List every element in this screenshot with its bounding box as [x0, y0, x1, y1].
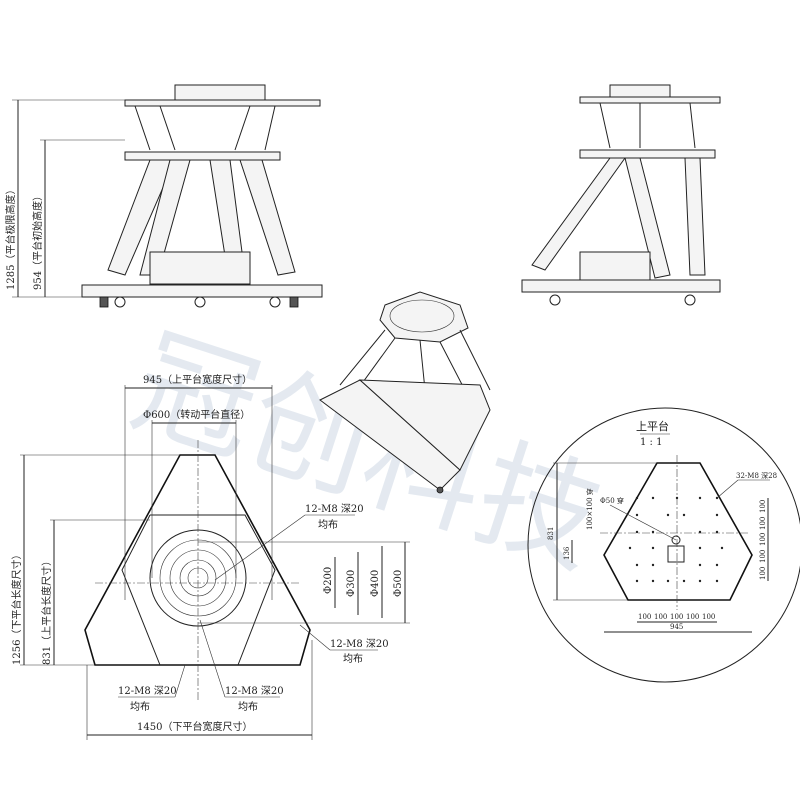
isometric-view — [319, 291, 491, 494]
dim-upper-length: 831（上平台长度尺寸） — [40, 556, 53, 665]
dim-phi-200: Φ200 — [323, 567, 334, 594]
callout-threads-4: 12-M8 深20 — [225, 685, 284, 697]
callout-threads-2: 12-M8 深20 — [330, 638, 389, 650]
watermark: 冠创科技 — [117, 313, 616, 594]
upper-platform-detail-view: 上平台 1 : 1 32-M8 深28 Φ50 穿 100×100 穿 831 … — [527, 407, 800, 683]
circle-diameter-dims: Φ200 Φ300 Φ400 Φ500 — [198, 541, 410, 624]
dim-phi-500: Φ500 — [393, 570, 404, 597]
callout-through: Φ50 穿 — [600, 496, 624, 505]
callout-even-2: 均布 — [343, 653, 363, 665]
pitch-x-2: 100 — [654, 613, 667, 621]
detail-title: 上平台 — [636, 419, 669, 433]
pitch-x-5: 100 — [702, 613, 715, 621]
callout-threads-1: 12-M8 深20 — [305, 503, 364, 515]
front-elevation-view: 1285（平台极限高度） 954（平台初始高度） — [4, 84, 323, 308]
dim-phi-300: Φ300 — [346, 570, 357, 597]
dim-limit-height: 1285（平台极限高度） — [4, 185, 17, 290]
pitch-y-1: 100 — [759, 500, 767, 513]
pitch-y-3: 100 — [759, 533, 767, 546]
callout-even-1: 均布 — [318, 519, 338, 531]
dim-lower-length: 1256（下平台长度尺寸） — [10, 550, 23, 665]
side-elevation-view — [521, 84, 721, 306]
pitch-x-1: 100 — [638, 613, 651, 621]
callout-even-3: 均布 — [130, 701, 150, 713]
plan-view: 945（上平台宽度尺寸） Φ600（转动平台直径） 1256（下平台长度尺寸） … — [10, 373, 410, 740]
pitch-x-4: 100 — [686, 613, 699, 621]
pitch-x-3: 100 — [670, 613, 683, 621]
dim-lower-width: 1450（下平台宽度尺寸） — [137, 720, 252, 733]
dim-upper-width: 945（上平台宽度尺寸） — [143, 373, 252, 386]
callout-holes: 32-M8 深28 — [736, 471, 777, 480]
dim-rotary-diameter: Φ600（转动平台直径） — [143, 408, 250, 421]
pitch-y-4: 100 — [759, 550, 767, 563]
pitch-y-2: 100 — [759, 517, 767, 530]
dim-initial-height: 954（平台初始高度） — [31, 191, 44, 290]
pitch-y-5: 100 — [759, 567, 767, 580]
hole-grid — [628, 496, 724, 583]
dim-detail-height: 831 — [547, 527, 555, 540]
grid-label: 100×100 穿 — [585, 488, 594, 530]
dim-phi-400: Φ400 — [370, 570, 381, 597]
dim-offset: 136 — [563, 546, 571, 560]
callout-threads-3: 12-M8 深20 — [118, 685, 177, 697]
dim-detail-width: 945 — [670, 623, 683, 631]
callout-even-4: 均布 — [238, 701, 258, 713]
detail-scale: 1 : 1 — [640, 437, 662, 448]
